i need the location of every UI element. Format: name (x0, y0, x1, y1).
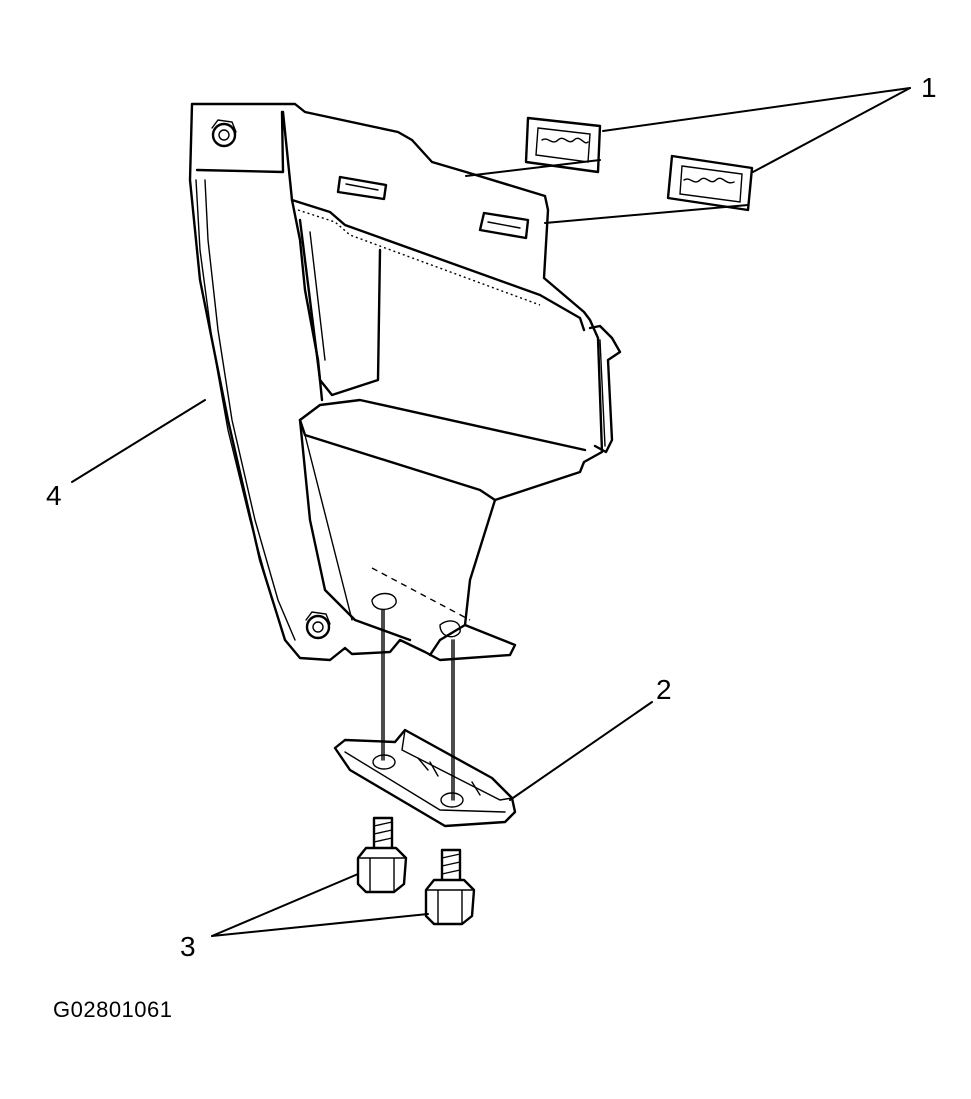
bolt-left (356, 816, 408, 894)
air-deflector-bracket (188, 102, 622, 662)
callout-3: 3 (180, 931, 196, 962)
upper-stud (211, 119, 237, 148)
callout-1: 1 (921, 72, 937, 103)
retainer-upper (524, 116, 602, 174)
support-plate (333, 728, 517, 828)
callout-2: 2 (656, 674, 672, 705)
callout-4: 4 (46, 480, 62, 511)
leader-lines (71, 87, 911, 937)
retainer-lower (666, 154, 754, 212)
bolt-right (424, 848, 476, 926)
figure-id: G02801061 (53, 997, 173, 1022)
lower-stud (305, 611, 331, 640)
alignment-lines (381, 609, 455, 801)
